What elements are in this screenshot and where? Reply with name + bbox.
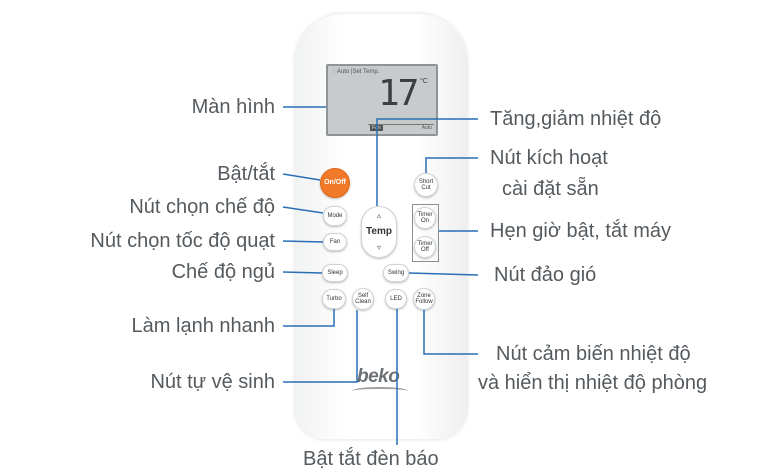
leader-turbo (283, 309, 335, 327)
label-short-cut-1: Nút kích hoạt (490, 147, 608, 169)
onoff-button-label: On/Off (324, 179, 346, 186)
label-led: Bật tắt đèn báo (303, 448, 439, 470)
screen-auto-text: Auto (421, 125, 432, 131)
led-button[interactable]: LED (385, 289, 407, 309)
leader-zone-follow (423, 310, 478, 355)
turbo-button-label: Turbo (326, 296, 342, 302)
screen-mode-text: ◌ Auto |Set Temp. (332, 69, 380, 75)
label-mode: Nút chọn chế độ (129, 196, 275, 218)
screen-bottom-bar (368, 124, 434, 133)
leader-temp (376, 118, 478, 206)
mode-button-label: Mode (327, 213, 343, 219)
timer-off-label-1: Timer (417, 241, 433, 247)
temp-up-icon[interactable]: ▵ (376, 211, 381, 220)
label-onoff: Bật/tắt (217, 163, 275, 185)
label-screen: Màn hình (191, 96, 275, 118)
swing-button[interactable]: Swing (383, 264, 409, 282)
zone-follow-label-1: Zone (417, 293, 431, 299)
short-cut-label-1: Short (418, 179, 434, 185)
temp-down-icon[interactable]: ▿ (376, 243, 381, 252)
timer-off-label-2: Off (421, 247, 429, 253)
leader-swing (408, 272, 479, 276)
label-swing: Nút đảo gió (494, 264, 597, 286)
fan-button[interactable]: Fan (323, 233, 347, 251)
label-temp: Tăng,giảm nhiệt độ (490, 108, 662, 130)
timer-group-frame (412, 204, 439, 262)
onoff-button[interactable]: On/Off (320, 168, 350, 198)
self-clean-label-1: Self (357, 293, 369, 299)
leader-onoff (282, 173, 321, 181)
leader-short-cut (425, 157, 478, 173)
led-button-label: LED (390, 296, 402, 302)
leader-fan (282, 240, 324, 243)
fan-button-label: Fan (329, 239, 341, 245)
timer-on-label-1: Timer (417, 212, 433, 218)
leader-mode (282, 206, 324, 214)
sleep-button-label: Sleep (327, 270, 343, 276)
leader-self-clean (283, 310, 358, 383)
label-short-cut-2: cài đặt sẵn (502, 178, 599, 200)
brand-logo: beko (357, 366, 400, 387)
screen-temperature: 17 (378, 73, 419, 114)
screen-unit: °C (420, 78, 428, 85)
label-turbo: Làm lạnh nhanh (131, 315, 275, 337)
brand-swoosh (352, 387, 408, 395)
temp-button-label: Temp (366, 226, 392, 237)
sleep-button[interactable]: Sleep (322, 264, 348, 282)
remote-screen: ◌ Auto |Set Temp. 17 °C Fan Auto (326, 64, 438, 136)
label-self-clean: Nút tự vệ sinh (150, 371, 275, 393)
zone-follow-label-2: Follow (415, 299, 433, 305)
leader-sleep (282, 271, 323, 274)
temp-button[interactable]: ▵ Temp ▿ (361, 206, 397, 258)
swing-button-label: Swing (387, 270, 405, 276)
turbo-button[interactable]: Turbo (322, 289, 346, 309)
mode-button[interactable]: Mode (323, 206, 347, 226)
timer-on-label-2: On (420, 218, 429, 224)
label-fan-speed: Nút chọn tốc độ quạt (90, 230, 275, 252)
self-clean-label-2: Clean (355, 299, 371, 305)
label-timer: Hẹn giờ bật, tắt máy (490, 220, 671, 242)
label-sensor-1: Nút cảm biến nhiệt độ (496, 343, 691, 365)
short-cut-label-2: Cut (421, 185, 431, 191)
label-sleep: Chế độ ngủ (171, 261, 275, 283)
label-sensor-2: và hiển thị nhiệt độ phòng (478, 372, 708, 394)
